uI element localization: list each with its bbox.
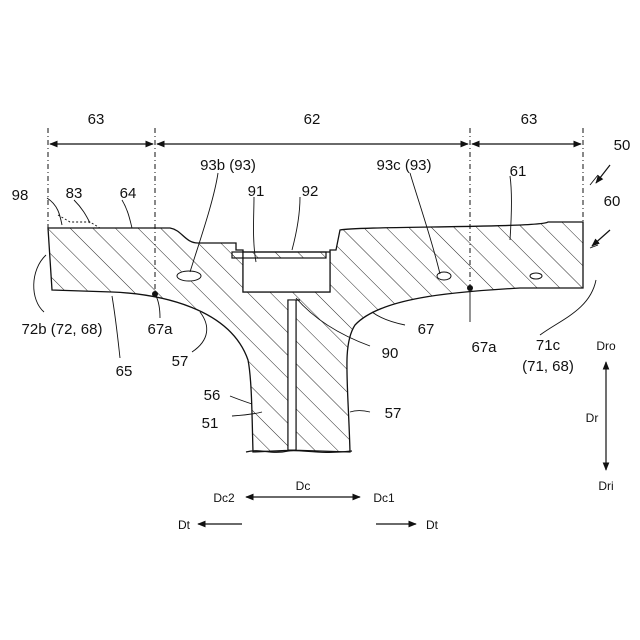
label-dri: Dri (598, 479, 613, 493)
label-50: 50 (614, 137, 631, 154)
label-dc2: Dc2 (213, 491, 235, 505)
label-67a-right: 67a (471, 339, 497, 356)
arrow-60 (592, 230, 610, 246)
label-dim-center: 62 (304, 111, 321, 128)
label-61: 61 (510, 163, 527, 180)
label-57-right: 57 (385, 405, 402, 422)
label-dro: Dro (596, 339, 616, 353)
hole-93b (177, 271, 201, 281)
label-57-left: 57 (172, 353, 189, 370)
label-dim-left: 63 (88, 111, 105, 128)
label-67a-left: 67a (147, 321, 173, 338)
label-65: 65 (116, 363, 133, 380)
label-dim-right: 63 (521, 111, 538, 128)
label-dt-left: Dt (178, 518, 191, 532)
label-72b: 72b (72, 68) (22, 321, 103, 338)
slit-90 (288, 300, 296, 450)
label-67: 67 (418, 321, 435, 338)
arrow-50 (596, 165, 610, 183)
label-91: 91 (248, 183, 265, 200)
label-51: 51 (202, 415, 219, 432)
plate-92 (232, 252, 326, 258)
hole-71c (530, 273, 542, 279)
label-71c-line2: (71, 68) (522, 358, 574, 375)
label-64: 64 (120, 185, 137, 202)
label-93c: 93c (93) (376, 157, 431, 174)
label-dc1: Dc1 (373, 491, 395, 505)
hole-93c (437, 272, 451, 280)
dotted-outline-83 (58, 215, 100, 228)
label-60: 60 (604, 193, 621, 210)
point-67a-left (152, 291, 158, 297)
label-dt-right: Dt (426, 518, 439, 532)
label-dr: Dr (586, 411, 599, 425)
label-56: 56 (204, 387, 221, 404)
label-98: 98 (12, 187, 29, 204)
label-71c-line1: 71c (536, 337, 561, 354)
label-dc: Dc (296, 479, 311, 493)
point-67a-right (467, 285, 473, 291)
label-83: 83 (66, 185, 83, 202)
label-92: 92 (302, 183, 319, 200)
label-90: 90 (382, 345, 399, 362)
label-93b: 93b (93) (200, 157, 256, 174)
